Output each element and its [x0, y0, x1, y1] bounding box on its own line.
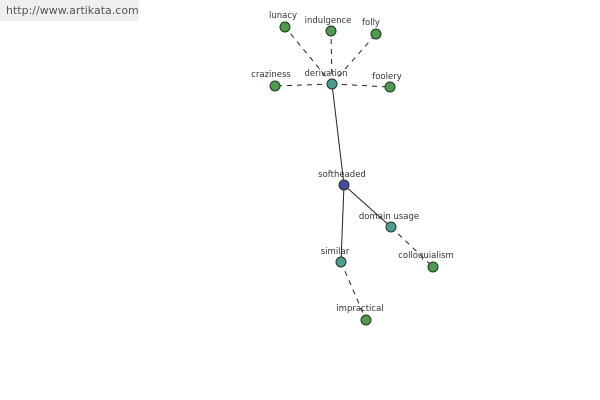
edge-derivation-foolery — [331, 83, 391, 88]
node-label-folly: folly — [362, 18, 380, 28]
node-similar[interactable] — [335, 256, 347, 268]
nodes-layer — [269, 21, 439, 326]
node-label-craziness: craziness — [251, 70, 291, 80]
node-label-foolery: foolery — [372, 72, 402, 82]
edge-similar-impractical — [340, 261, 367, 321]
node-foolery[interactable] — [384, 81, 396, 93]
node-label-lunacy: lunacy — [269, 11, 297, 21]
node-lunacy[interactable] — [279, 21, 291, 33]
edge-derivation-lunacy — [284, 26, 333, 85]
node-label-similar: similar — [321, 247, 350, 257]
edge-domain_usage-colloquialism — [390, 226, 434, 268]
edge-softheaded-domain_usage — [343, 184, 392, 228]
node-craziness[interactable] — [269, 80, 281, 92]
node-label-impractical: impractical — [336, 304, 383, 314]
node-label-colloquialism: colloquialism — [398, 251, 454, 261]
edge-derivation-craziness — [274, 83, 333, 87]
node-label-softheaded: softheaded — [318, 170, 366, 180]
edge-softheaded-similar — [340, 184, 345, 263]
source-url-banner[interactable]: http://www.artikata.com — [0, 0, 139, 21]
node-softheaded[interactable] — [338, 179, 350, 191]
node-impractical[interactable] — [360, 314, 372, 326]
node-derivation[interactable] — [326, 78, 338, 90]
edges-layer — [274, 26, 434, 321]
node-colloquialism[interactable] — [427, 261, 439, 273]
node-domain-usage[interactable] — [385, 221, 397, 233]
node-label-domain-usage: domain usage — [359, 212, 419, 222]
node-label-indulgence: indulgence — [305, 16, 352, 26]
node-indulgence[interactable] — [325, 25, 337, 37]
edge-derivation-folly — [331, 33, 377, 85]
node-folly[interactable] — [370, 28, 382, 40]
node-label-derivation: derivation — [304, 69, 347, 79]
edge-derivation-indulgence — [330, 30, 333, 85]
labels-layer: softheaded derivation domain usage similar l… — [251, 11, 454, 314]
edge-softheaded-derivation — [331, 83, 345, 186]
